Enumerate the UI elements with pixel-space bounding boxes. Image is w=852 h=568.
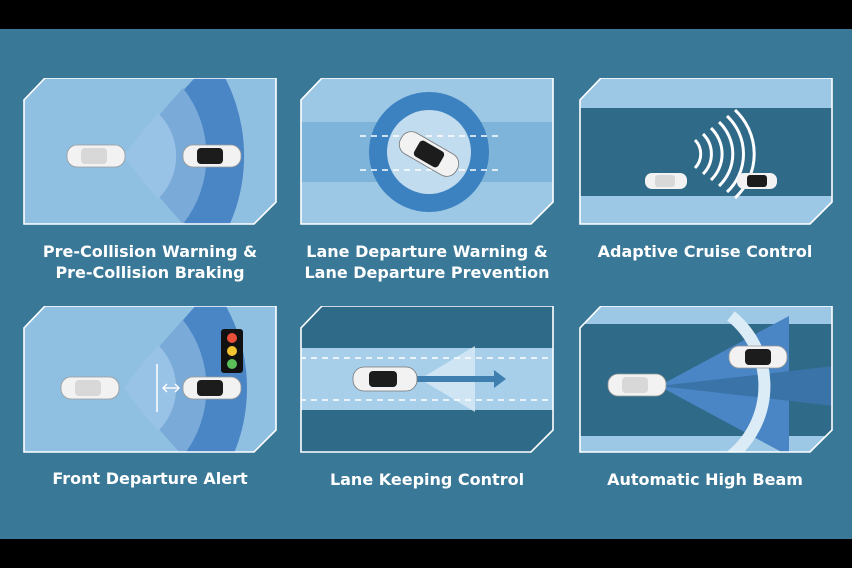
front-departure-diagram [23,306,278,454]
oncoming-car-icon [728,345,788,369]
feature-label-line: Lane Departure Warning & [306,242,548,261]
gap-arrow-icon [162,383,180,393]
adaptive-cruise-diagram [579,78,834,226]
traffic-light-icon [221,329,243,373]
feature-label-adaptive-cruise: Adaptive Cruise Control [575,241,835,262]
host-car-icon [66,144,126,168]
direction-arrow-icon [410,370,506,388]
feature-label-lane-keeping: Lane Keeping Control [297,469,557,490]
feature-label-line: Automatic High Beam [607,470,803,489]
feature-label-line: Adaptive Cruise Control [597,242,813,261]
lead-car-icon [182,144,242,168]
host-car-icon [645,173,687,189]
lane-departure-diagram [300,78,555,226]
feature-label-high-beam: Automatic High Beam [575,469,835,490]
feature-label-pre-collision: Pre-Collision Warning & Pre-Collision Br… [20,241,280,283]
feature-label-line: Front Departure Alert [52,469,248,488]
lead-car-icon [737,173,777,189]
feature-label-line: Lane Departure Prevention [304,263,550,282]
high-beam-diagram [579,306,834,454]
feature-label-lane-departure: Lane Departure Warning & Lane Departure … [297,241,557,283]
lane-keeping-diagram [300,306,555,454]
beam-range-arc [727,311,771,452]
host-car-icon [60,376,120,400]
host-car-icon [352,366,418,392]
feature-label-front-departure: Front Departure Alert [20,468,280,489]
feature-label-line: Lane Keeping Control [329,470,525,489]
feature-label-line: Pre-Collision Braking [55,263,245,282]
feature-label-line: Pre-Collision Warning & [42,242,258,261]
drifting-car-icon [398,131,460,177]
host-car-icon [607,373,667,397]
lead-car-icon [182,376,242,400]
feature-panel: Pre-Collision Warning & Pre-Collision Br… [0,29,852,539]
pre-collision-diagram [23,78,278,226]
